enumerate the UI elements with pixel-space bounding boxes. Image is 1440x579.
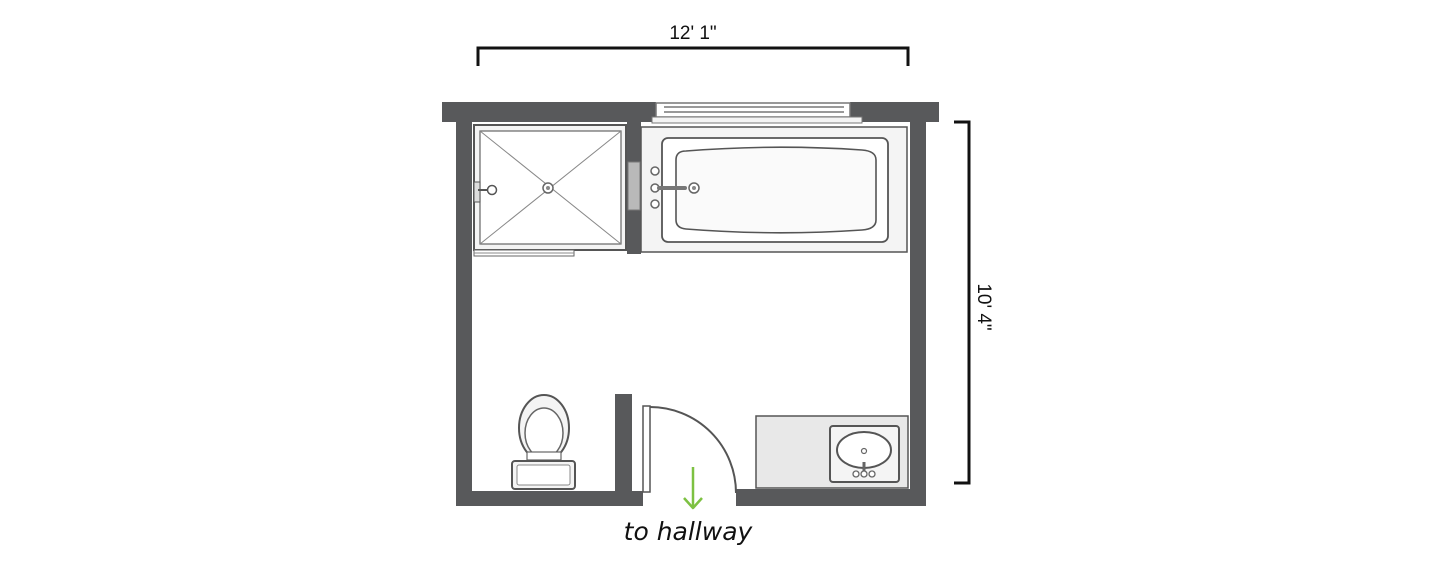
sink-drain-icon [860, 447, 868, 455]
top-wall-right [850, 102, 939, 122]
tub-handle-hot-icon [650, 166, 660, 176]
bottom-wall-left [456, 491, 643, 506]
arrow-down-icon [683, 467, 703, 510]
width-dimension-bracket [476, 46, 910, 66]
window-icon [651, 102, 863, 124]
walls [442, 102, 939, 506]
sink-handle-right-icon [868, 470, 876, 478]
left-wall [456, 122, 472, 506]
exit-label: to hallway [624, 517, 754, 546]
door-swing-icon[interactable] [642, 405, 737, 494]
bottom-wall-right [736, 489, 926, 506]
tub-spout-mount [627, 161, 641, 211]
toilet-icon [511, 394, 576, 490]
sink-handle-left-icon [852, 470, 860, 478]
door-swing-arc [649, 406, 737, 494]
door-jamb-wall [615, 394, 632, 492]
width-dimension-label: 12' 1" [669, 23, 716, 44]
door-leaf[interactable] [642, 405, 651, 493]
shower-stall-icon [473, 124, 627, 257]
tub-handle-cold-icon [650, 199, 660, 209]
depth-dimension-bracket [954, 120, 971, 485]
shower-valve-icon [473, 181, 481, 203]
top-wall-left [442, 102, 656, 122]
depth-dimension: 10' 4" [954, 120, 994, 485]
bathtub-icon [627, 126, 908, 253]
sink-faucet-icon [860, 470, 868, 478]
right-wall [910, 122, 926, 506]
width-dimension: 12' 1" [476, 23, 910, 66]
vanity-sink-icon [755, 415, 909, 489]
depth-dimension-label: 10' 4" [973, 283, 994, 330]
